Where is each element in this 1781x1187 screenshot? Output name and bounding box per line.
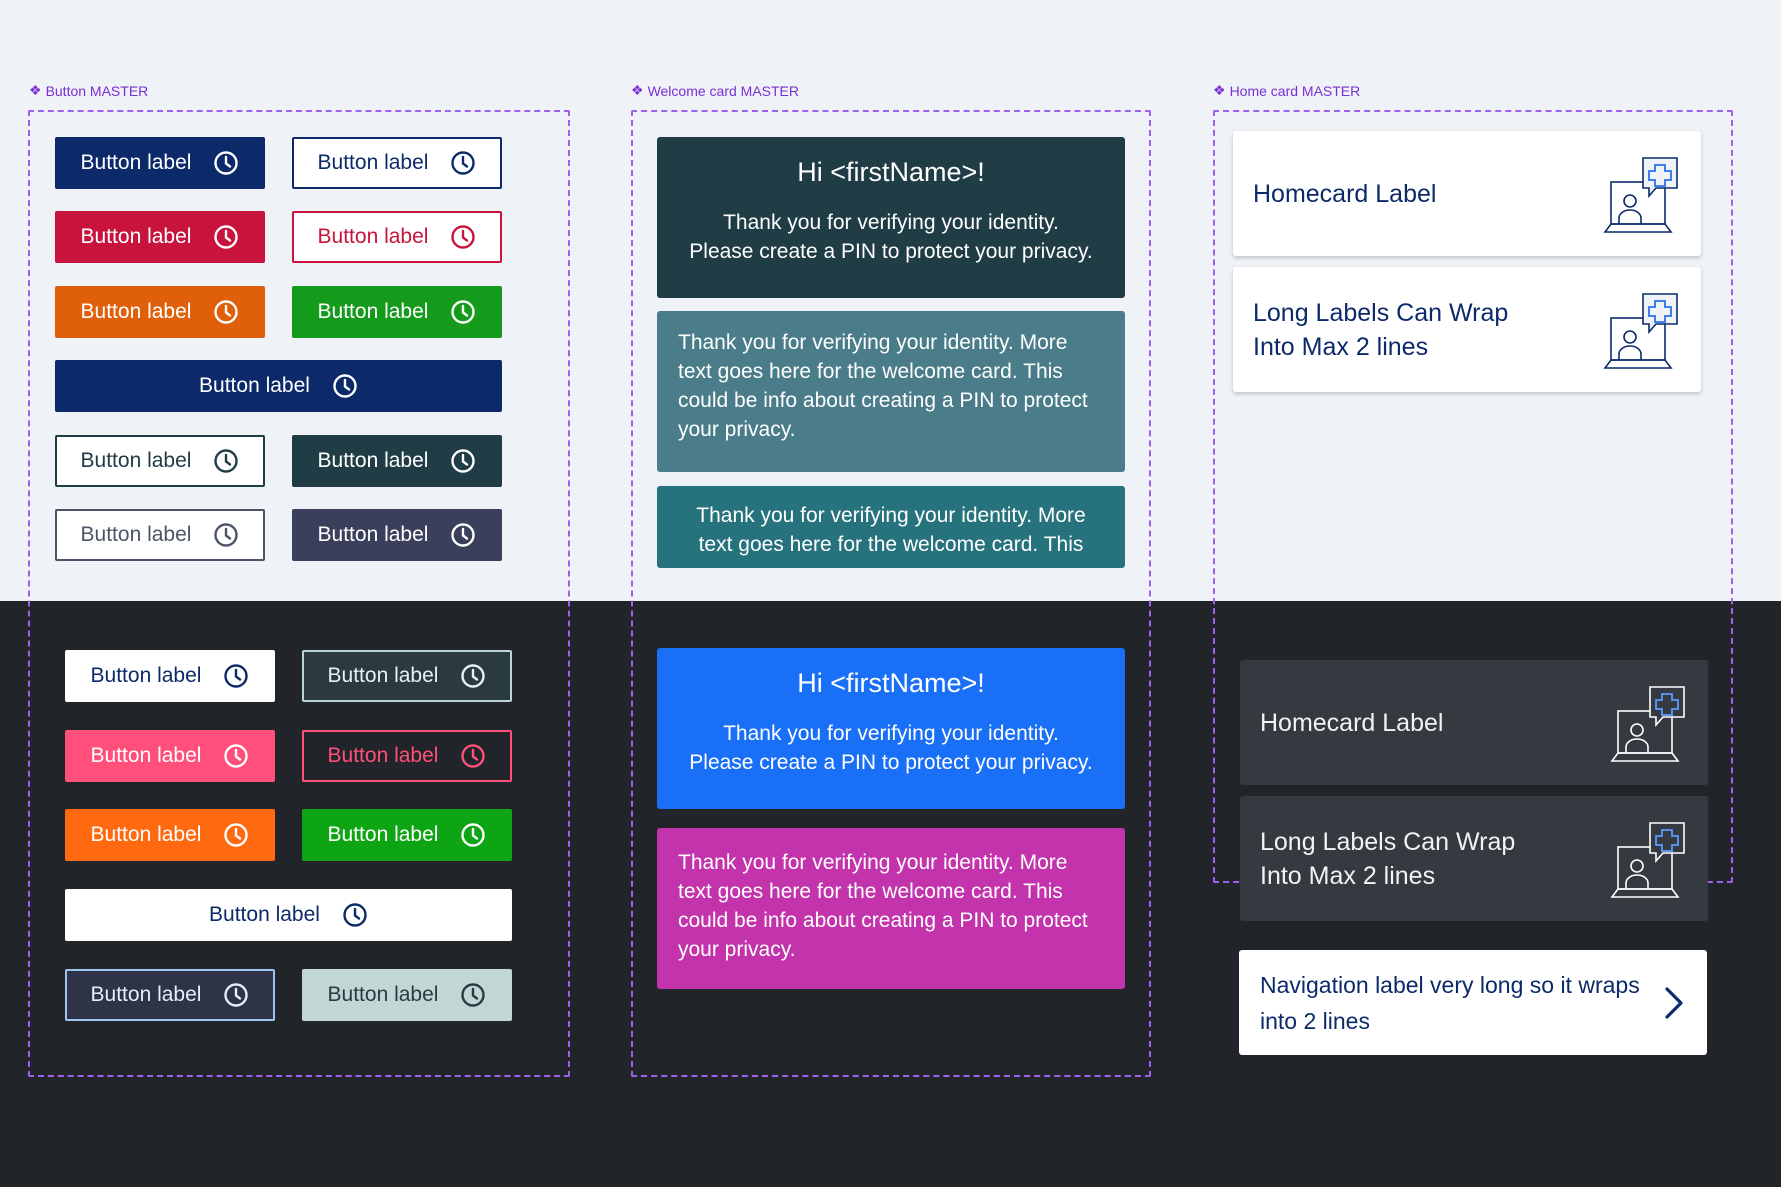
button-label: Button label xyxy=(317,300,429,323)
welcome-card-text: Thank you for verifying your identity. M… xyxy=(678,851,1088,961)
clock-icon xyxy=(213,224,239,250)
button-label: Button label xyxy=(80,523,192,546)
navigation-label: Navigation label very long so it wraps i… xyxy=(1260,971,1640,1034)
welcome-card-title: Hi <firstName>! xyxy=(797,668,985,698)
button-navy-outline[interactable]: Button label xyxy=(292,137,502,189)
clock-icon xyxy=(223,822,249,848)
button-label: Button label xyxy=(327,983,439,1006)
home-card-long-label[interactable]: Long Labels Can Wrap Into Max 2 lines xyxy=(1233,267,1701,392)
clock-icon xyxy=(213,448,239,474)
button-label: Button label xyxy=(90,744,202,767)
button-label: Button label xyxy=(90,983,202,1006)
button-green-filled[interactable]: Button label xyxy=(292,286,502,338)
welcome-card-line-2: text goes here for the welcome card. Thi… xyxy=(698,533,1084,556)
button-label: Button label xyxy=(80,449,192,472)
clock-icon xyxy=(460,663,486,689)
button-light-gray-filled[interactable]: Button label xyxy=(302,969,512,1021)
home-card[interactable]: Homecard Label xyxy=(1233,131,1701,256)
button-red-filled[interactable]: Button label xyxy=(55,211,265,263)
medical-consult-icon xyxy=(1610,681,1688,765)
button-master-frame xyxy=(28,110,570,1077)
home-card-dark[interactable]: Homecard Label xyxy=(1240,660,1708,785)
clock-icon xyxy=(450,522,476,548)
welcome-card-truncated: Thank you for verifying your identity. M… xyxy=(657,486,1125,568)
welcome-card-line-2: Please create a PIN to protect your priv… xyxy=(689,240,1093,263)
welcome-card-text: Thank you for verifying your identity. M… xyxy=(678,331,1088,441)
button-label: Button label xyxy=(80,151,192,174)
welcome-card-greeting-dark: Hi <firstName>! Thank you for verifying … xyxy=(657,648,1125,809)
clock-icon xyxy=(450,150,476,176)
button-label: Button label xyxy=(80,300,192,323)
clock-icon xyxy=(450,224,476,250)
welcome-card-line-1: Thank you for verifying your identity. xyxy=(723,722,1059,745)
button-navy-filled-wide[interactable]: Button label xyxy=(55,360,502,412)
welcome-card-title: Hi <firstName>! xyxy=(797,157,985,187)
welcome-card-long-text: Thank you for verifying your identity. M… xyxy=(657,311,1125,472)
button-dark-teal-filled[interactable]: Button label xyxy=(292,435,502,487)
button-pink-outline[interactable]: Button label xyxy=(302,730,512,782)
component-diamond-icon: ❖ xyxy=(631,82,644,98)
clock-icon xyxy=(213,150,239,176)
welcome-card-line-1: Thank you for verifying your identity. M… xyxy=(696,504,1086,527)
welcome-card-long-text-dark: Thank you for verifying your identity. M… xyxy=(657,828,1125,989)
home-card-master-frame-label: ❖ Home card MASTER xyxy=(1213,82,1361,99)
button-navy-filled[interactable]: Button label xyxy=(55,137,265,189)
button-bright-orange-filled[interactable]: Button label xyxy=(65,809,275,861)
home-card-label: Long Labels Can Wrap Into Max 2 lines xyxy=(1260,827,1516,890)
clock-icon xyxy=(223,743,249,769)
clock-icon xyxy=(332,373,358,399)
welcome-card-line-1: Thank you for verifying your identity. xyxy=(723,211,1059,234)
clock-icon xyxy=(223,663,249,689)
button-dark-outline[interactable]: Button label xyxy=(55,435,265,487)
button-red-outline[interactable]: Button label xyxy=(292,211,502,263)
button-label: Button label xyxy=(209,903,320,926)
clock-icon xyxy=(460,822,486,848)
clock-icon xyxy=(213,299,239,325)
navigation-card[interactable]: Navigation label very long so it wraps i… xyxy=(1239,950,1707,1055)
clock-icon xyxy=(450,299,476,325)
button-label: Button label xyxy=(199,374,310,397)
button-label: Button label xyxy=(327,823,439,846)
button-label: Button label xyxy=(317,225,429,248)
welcome-card-master-frame xyxy=(631,110,1151,1077)
button-label: Button label xyxy=(317,151,429,174)
button-pink-filled[interactable]: Button label xyxy=(65,730,275,782)
component-diamond-icon: ❖ xyxy=(29,82,42,98)
button-white-filled-wide[interactable]: Button label xyxy=(65,889,512,941)
button-slate-filled[interactable]: Button label xyxy=(292,509,502,561)
button-label: Button label xyxy=(317,449,429,472)
button-blue-outline[interactable]: Button label xyxy=(65,969,275,1021)
button-label: Button label xyxy=(80,225,192,248)
welcome-card-master-frame-label: ❖ Welcome card MASTER xyxy=(631,82,800,99)
clock-icon xyxy=(460,743,486,769)
button-white-filled[interactable]: Button label xyxy=(65,650,275,702)
clock-icon xyxy=(460,982,486,1008)
clock-icon xyxy=(342,902,368,928)
chevron-right-icon xyxy=(1659,983,1687,1023)
home-card-long-label-dark[interactable]: Long Labels Can Wrap Into Max 2 lines xyxy=(1240,796,1708,921)
component-diamond-icon: ❖ xyxy=(1213,82,1226,98)
medical-consult-icon xyxy=(1610,817,1688,901)
clock-icon xyxy=(450,448,476,474)
button-light-outline[interactable]: Button label xyxy=(302,650,512,702)
welcome-card-line-2: Please create a PIN to protect your priv… xyxy=(689,751,1093,774)
button-master-frame-label: ❖ Button MASTER xyxy=(29,82,149,99)
home-card-label: Homecard Label xyxy=(1253,179,1437,208)
button-label: Button label xyxy=(90,823,202,846)
button-bright-green-filled[interactable]: Button label xyxy=(302,809,512,861)
medical-consult-icon xyxy=(1603,152,1681,236)
welcome-card-greeting: Hi <firstName>! Thank you for verifying … xyxy=(657,137,1125,298)
clock-icon xyxy=(213,522,239,548)
button-orange-filled[interactable]: Button label xyxy=(55,286,265,338)
home-card-label: Long Labels Can Wrap Into Max 2 lines xyxy=(1253,298,1509,361)
clock-icon xyxy=(223,982,249,1008)
medical-consult-icon xyxy=(1603,288,1681,372)
button-gray-outline[interactable]: Button label xyxy=(55,509,265,561)
button-label: Button label xyxy=(90,664,202,687)
button-label: Button label xyxy=(327,744,439,767)
button-label: Button label xyxy=(327,664,439,687)
home-card-label: Homecard Label xyxy=(1260,708,1444,737)
button-label: Button label xyxy=(317,523,429,546)
